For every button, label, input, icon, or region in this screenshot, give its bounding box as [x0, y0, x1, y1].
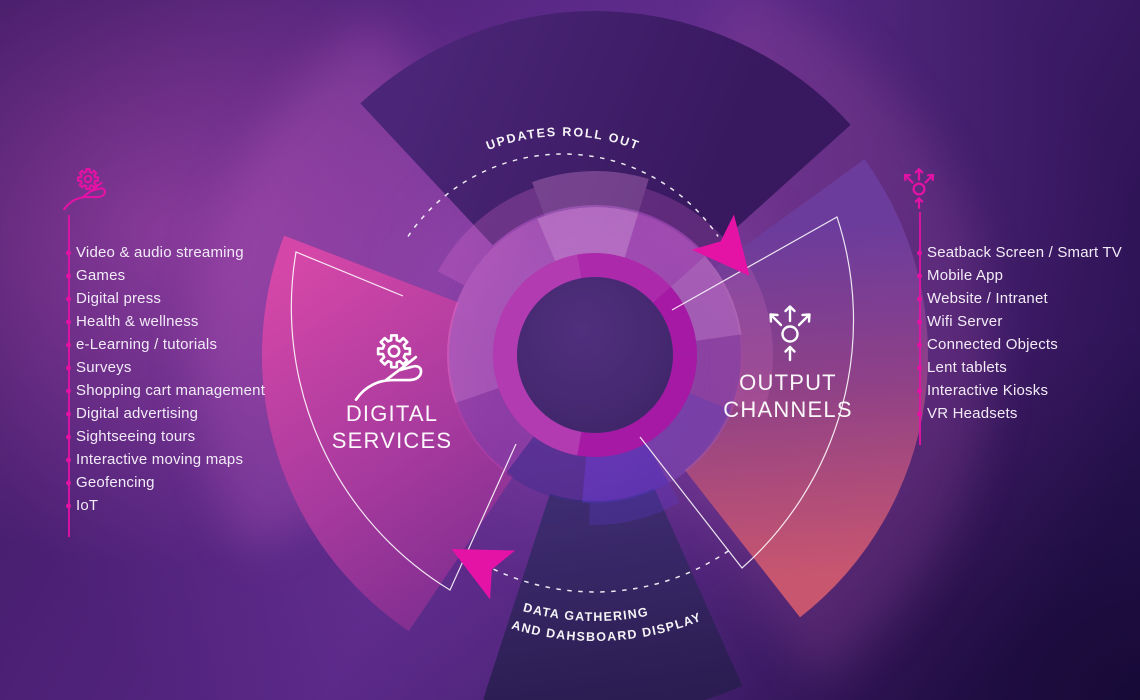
dashed-arcs-and-outlines: [290, 153, 855, 593]
list-item: Connected Objects: [927, 333, 1122, 356]
hub-segment: [437, 187, 545, 286]
digital-services-label-line1: DIGITAL: [346, 401, 438, 426]
hub-center-disc: [517, 277, 673, 433]
hub-segment: [452, 218, 556, 330]
list-item: Sightseeing tours: [76, 425, 265, 448]
output-channels-label-line2: CHANNELS: [723, 397, 852, 422]
hub-ring-segments: [437, 170, 774, 525]
list-item: Seatback Screen / Smart TV: [927, 241, 1122, 264]
flow-arrows: [451, 214, 750, 600]
list-item: Shopping cart management: [76, 379, 265, 402]
digital-services-wedge-outline: [290, 251, 517, 591]
hub-ring-highlight: [493, 254, 582, 456]
top-dark-arc: [360, 10, 851, 255]
list-item: Digital press: [76, 287, 265, 310]
output-channels-wedge-outline: [639, 216, 855, 569]
list-item: VR Headsets: [927, 402, 1122, 425]
right-list-rule: [919, 212, 921, 445]
broadcast-arrows-icon: [769, 305, 811, 362]
hub-segment: [589, 483, 680, 525]
list-item: Wifi Server: [927, 310, 1122, 333]
hub-segment: [723, 266, 774, 416]
hub-segment: [537, 207, 639, 263]
list-item: Geofencing: [76, 471, 265, 494]
left-list-rule: [68, 215, 70, 537]
list-item: IoT: [76, 494, 265, 517]
output-channels-label-line1: OUTPUT: [739, 370, 837, 395]
digital-services-wedge: [262, 235, 514, 632]
bottom-dark-wedge: [483, 488, 743, 700]
list-item: Health & wellness: [76, 310, 265, 333]
list-item: Digital advertising: [76, 402, 265, 425]
top-dashed-arc: [407, 153, 719, 237]
hub-segment: [669, 255, 742, 342]
list-item: Video & audio streaming: [76, 241, 265, 264]
hub-segment: [447, 316, 501, 404]
list-item: e-Learning / tutorials: [76, 333, 265, 356]
list-item: Website / Intranet: [927, 287, 1122, 310]
digital-services-label-line2: SERVICES: [332, 428, 452, 453]
list-item: Games: [76, 264, 265, 287]
list-item: Mobile App: [927, 264, 1122, 287]
flow-arrow-top-right: [691, 214, 750, 276]
hub-ring-highlight: [577, 253, 671, 303]
bottom-dashed-arc: [483, 548, 732, 593]
list-item: Lent tablets: [927, 356, 1122, 379]
list-item: Interactive Kiosks: [927, 379, 1122, 402]
hub-segment: [624, 213, 705, 289]
hub-segment: [645, 392, 733, 484]
list-item: Interactive moving maps: [76, 448, 265, 471]
hub-segment: [455, 387, 535, 474]
hub-segment: [582, 441, 669, 504]
hub-segment: [532, 170, 649, 216]
hand-gear-icon-small: [63, 168, 106, 211]
hand-gear-icon: [354, 334, 423, 401]
hub-segment: [687, 334, 743, 411]
hub-segment: [638, 188, 727, 258]
list-item: Surveys: [76, 356, 265, 379]
flow-arrow-bottom-left: [451, 549, 516, 600]
broadcast-arrows-icon-small: [903, 168, 935, 209]
